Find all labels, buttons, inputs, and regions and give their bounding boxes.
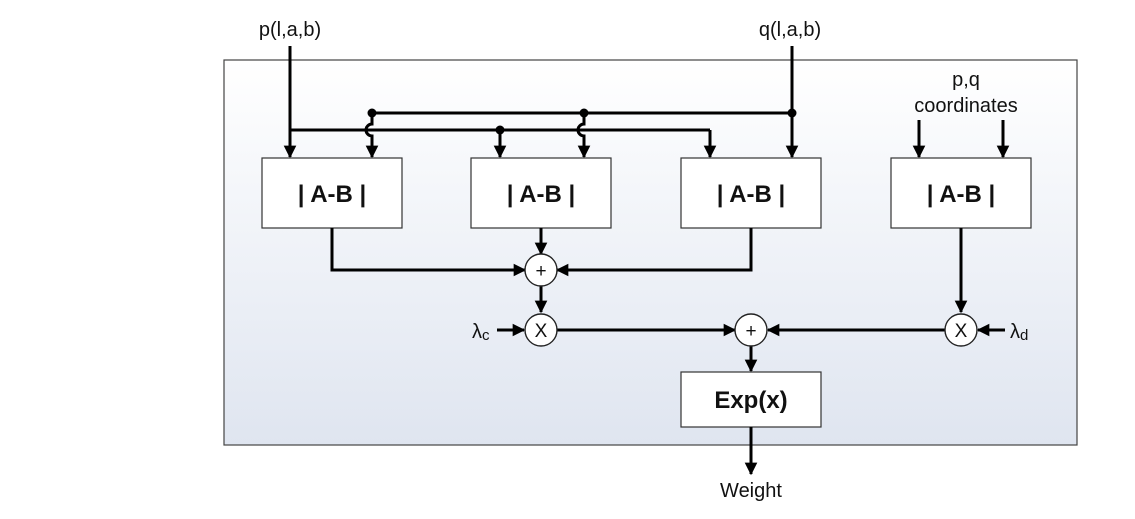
exp-block: Exp(x) xyxy=(680,371,822,428)
lambda-d-symbol: λ xyxy=(1010,321,1020,343)
svg-text:| A-B |: | A-B | xyxy=(717,181,786,208)
input-p-label: p(l,a,b) xyxy=(259,19,321,41)
svg-text:| A-B |: | A-B | xyxy=(927,181,996,208)
output-label: Weight xyxy=(720,480,782,502)
input-q-label: q(l,a,b) xyxy=(759,19,821,41)
final-sum-wires xyxy=(557,323,945,373)
lambda-d-subscript: d xyxy=(1020,327,1028,344)
coords-wires xyxy=(912,120,1010,159)
svg-text:| A-B |: | A-B | xyxy=(298,181,367,208)
p-bus-wires xyxy=(283,46,717,159)
lambda-c-subscript: c xyxy=(482,327,490,344)
svg-text:| A-B |: | A-B | xyxy=(507,181,576,208)
absdiff-block-2: | A-B | xyxy=(470,157,612,229)
coords-label-line2: coordinates xyxy=(914,95,1017,117)
multiply-node-color: X xyxy=(524,313,558,347)
svg-text:Exp(x): Exp(x) xyxy=(714,387,787,414)
absdiff-block-4: | A-B | xyxy=(890,157,1032,229)
multiply-node-spatial: X xyxy=(944,313,978,347)
svg-text:+: + xyxy=(535,261,546,282)
absdiff-block-1: | A-B | xyxy=(261,157,403,229)
svg-text:X: X xyxy=(535,321,548,342)
lambda-c-label: λc xyxy=(472,321,490,344)
absdiff-block-3: | A-B | xyxy=(680,157,822,229)
q-bus-wires xyxy=(364,46,799,159)
svg-text:X: X xyxy=(955,321,968,342)
color-sum-wires xyxy=(330,228,753,314)
sum-node-final: + xyxy=(734,313,768,347)
svg-text:+: + xyxy=(745,321,756,342)
system-panel xyxy=(223,59,1078,446)
sum-node-color: + xyxy=(524,253,558,287)
lambda-c-symbol: λ xyxy=(472,321,482,343)
coords-label-line1: p,q xyxy=(952,69,980,91)
lambda-d-label: λd xyxy=(1010,321,1028,344)
